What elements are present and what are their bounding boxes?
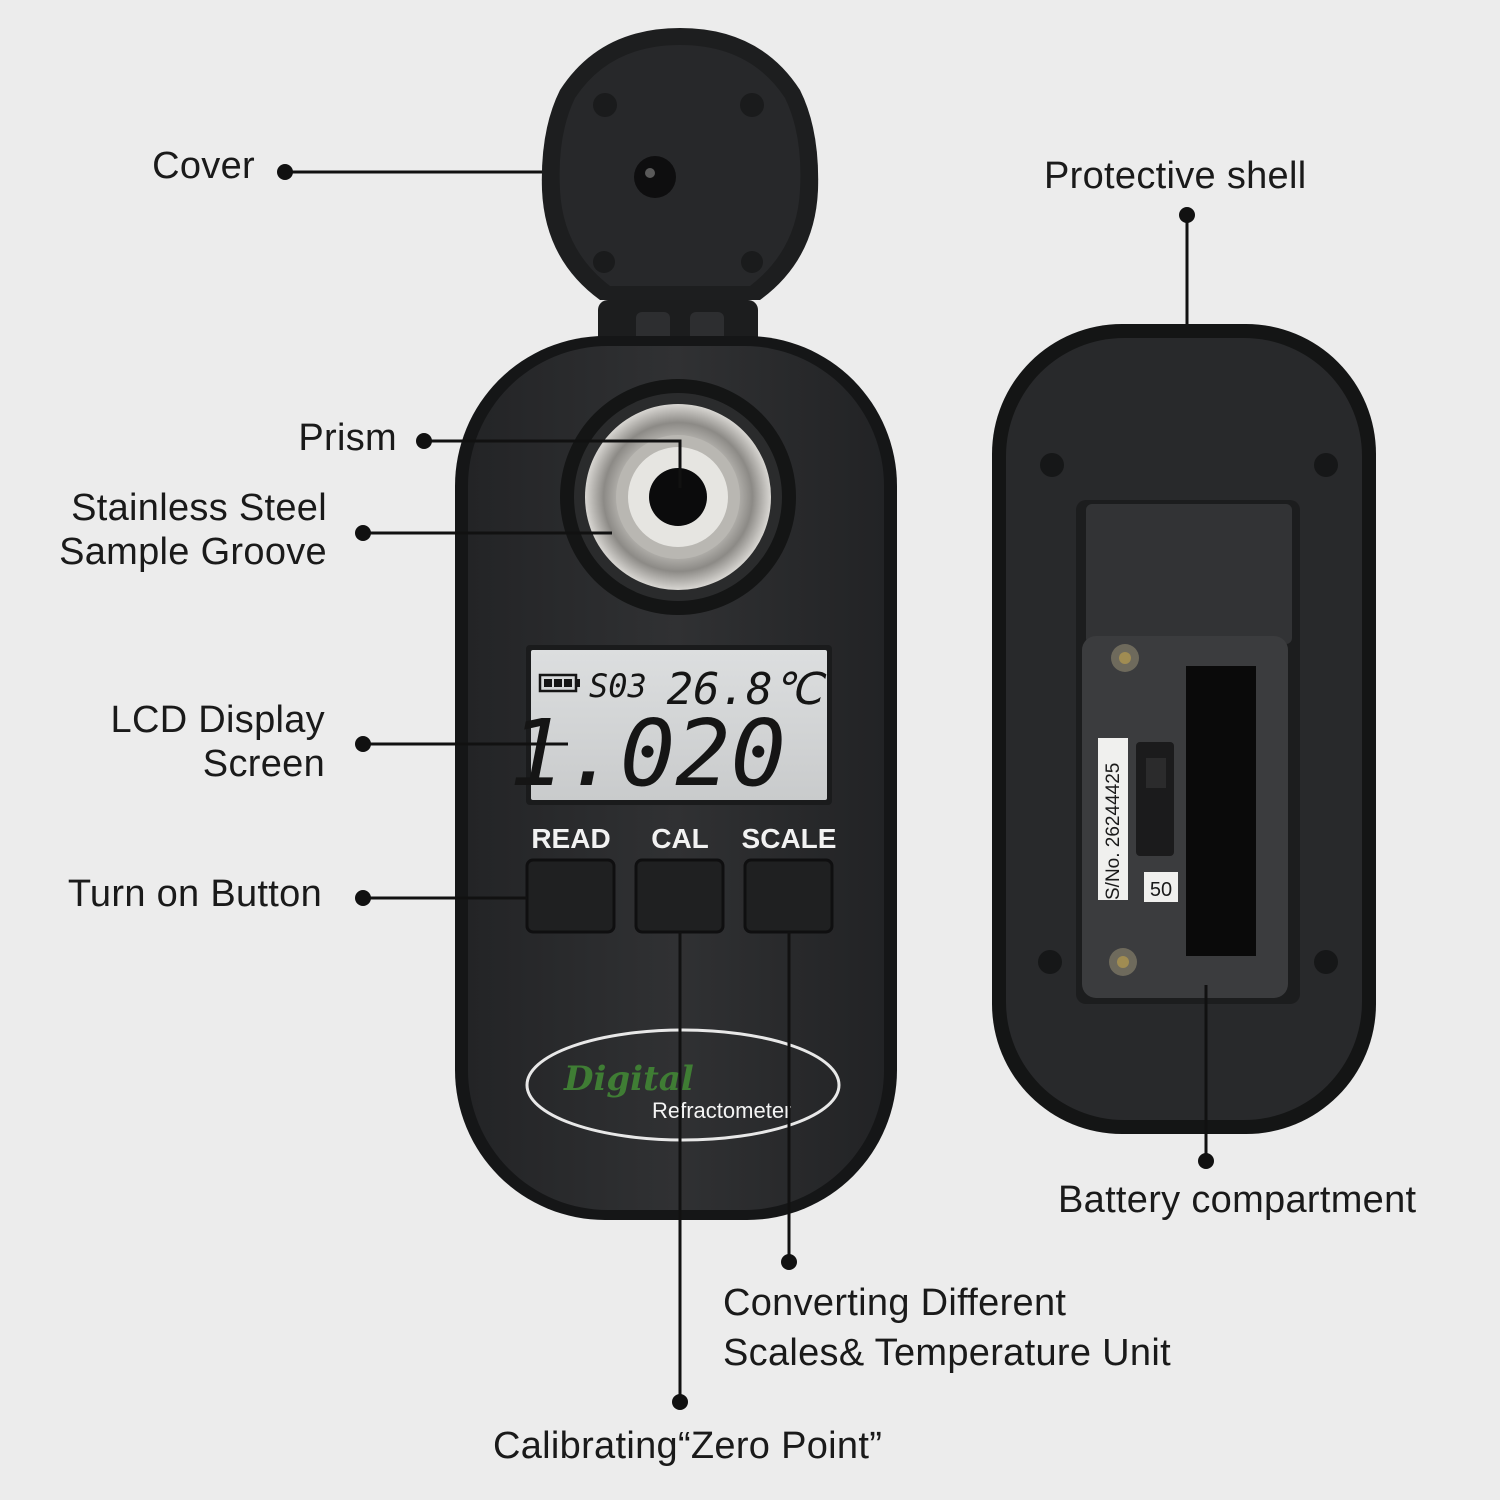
cal-button[interactable] <box>634 858 725 934</box>
logo-script: Digital <box>563 1059 694 1099</box>
sticker-number: 50 <box>1150 879 1172 901</box>
read-button[interactable] <box>525 858 616 934</box>
sample-groove-label: Stainless Steel Sample Groove <box>59 487 327 573</box>
battery-compartment: S/No. 26244425 50 <box>1076 500 1300 1004</box>
battery-full-icon <box>538 673 580 693</box>
read-label: READ <box>531 823 610 854</box>
protective-shell-label: Protective shell <box>1044 155 1307 197</box>
cal-label: CAL <box>651 823 709 854</box>
calibrating-label: Calibrating“Zero Point” <box>493 1425 883 1467</box>
turn-on-button-label: Turn on Button <box>67 873 322 915</box>
brand-logo: Digital Refractometer <box>525 1028 841 1142</box>
lcd-display-screen: S03 26.8℃ 1.020 <box>509 645 832 807</box>
serial-label: S/No. 26244425 <box>1103 763 1124 900</box>
lcd-temperature: 26.8℃ <box>667 664 827 715</box>
scale-label: SCALE <box>742 823 837 854</box>
refractometer-front: S03 26.8℃ 1.020 READ CAL SCALE Digital R… <box>455 28 897 1220</box>
prism-label: Prism <box>298 417 397 459</box>
lcd-reading: 1.020 <box>509 700 786 807</box>
cover[interactable] <box>541 28 819 300</box>
lcd-display-label: LCD Display Screen <box>110 699 325 785</box>
converting-label: Converting Different Scales& Temperature… <box>723 1282 1171 1374</box>
lcd-scale-code: S03 <box>589 667 647 705</box>
prism <box>649 468 707 526</box>
leader-lines <box>277 164 1214 1410</box>
cover-label: Cover <box>152 145 255 187</box>
refractometer-back: S/No. 26244425 50 <box>992 324 1376 1134</box>
scale-button[interactable] <box>743 858 834 934</box>
logo-name: Refractometer <box>652 1098 791 1123</box>
prism-leader <box>424 439 682 488</box>
battery-compartment-label: Battery compartment <box>1058 1179 1417 1221</box>
button-labels: READ CAL SCALE <box>531 823 836 854</box>
prism-well <box>560 379 796 615</box>
